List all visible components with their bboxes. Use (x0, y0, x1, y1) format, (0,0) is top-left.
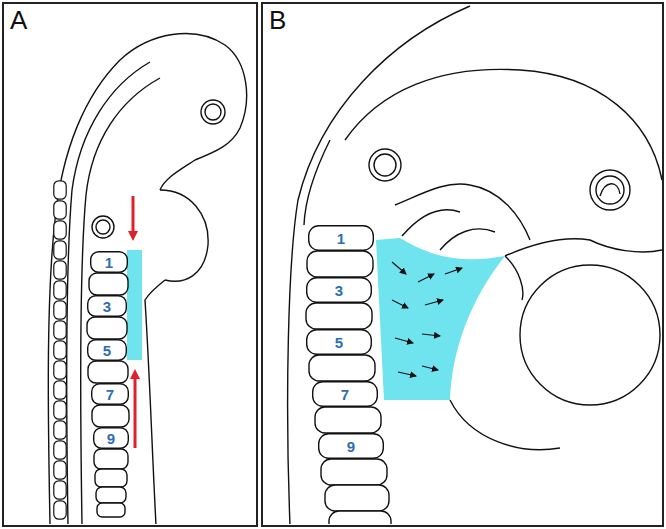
somite-shape (319, 434, 384, 459)
somite: 3 (306, 277, 372, 303)
somite: 9 (318, 433, 384, 459)
somite-number: 3 (335, 283, 343, 298)
somite-shape (88, 340, 127, 361)
somite-shape (91, 252, 128, 273)
somite-shape (307, 330, 372, 355)
somite: 5 (87, 339, 127, 361)
somite-number: 5 (103, 343, 111, 358)
somite-number: 5 (335, 335, 343, 350)
somite: 5 (306, 329, 372, 355)
somite-number: 3 (103, 299, 111, 314)
somite-number: 7 (106, 387, 114, 402)
somite-shape (94, 428, 129, 449)
somite-shape (88, 296, 127, 317)
somite: 9 (93, 427, 129, 449)
somite-number: 1 (105, 255, 113, 270)
somite-shape (307, 278, 372, 303)
panel-frame: A 1 3 5 7 9 (2, 2, 258, 527)
somite: 3 (87, 295, 127, 317)
panel-label: B (269, 6, 286, 35)
somite-number: 9 (347, 439, 355, 454)
somite-number: 9 (107, 431, 115, 446)
panel-label: A (10, 6, 27, 35)
somite: 1 (90, 251, 128, 273)
somite: 7 (91, 383, 129, 405)
somite: 1 (308, 225, 374, 251)
somite: 7 (312, 381, 378, 407)
panel-frame: B 1 3 5 7 9 (261, 2, 664, 527)
somite-number: 1 (337, 231, 345, 246)
somite-shape (92, 384, 129, 405)
somite-shape (313, 382, 378, 407)
somite-shape (309, 226, 374, 251)
somite-number: 7 (341, 387, 349, 402)
